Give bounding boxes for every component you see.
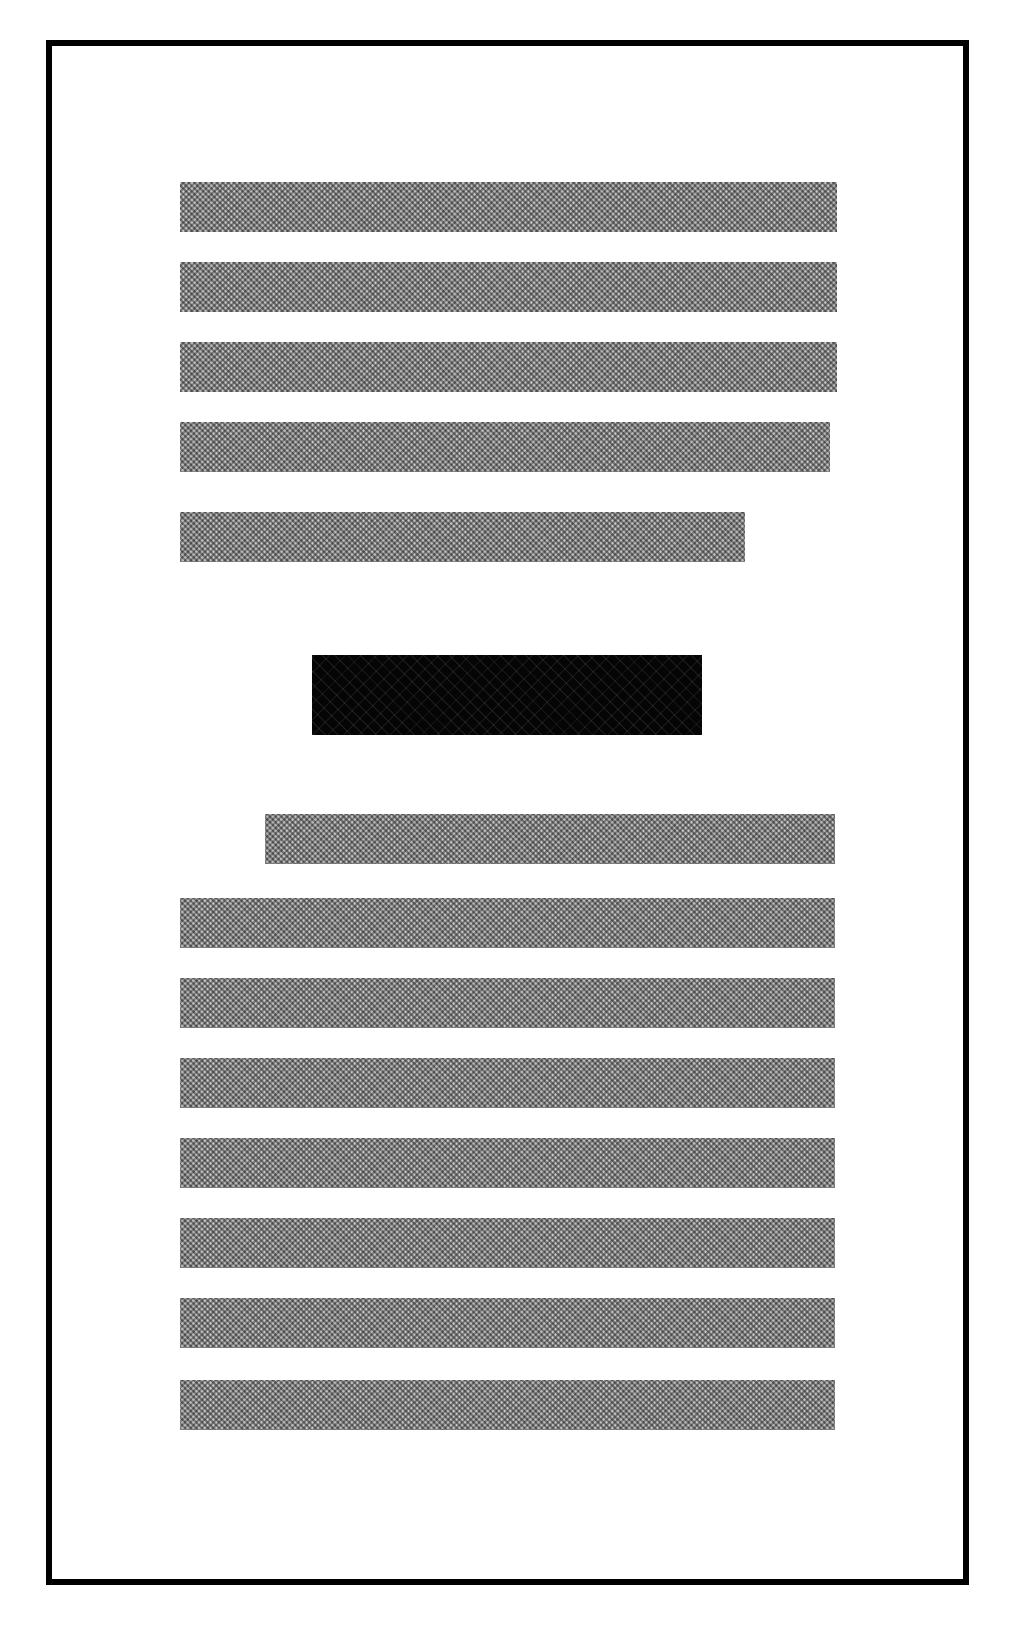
text-line-13 — [180, 1380, 835, 1430]
text-line-5 — [180, 512, 745, 562]
text-line-8 — [180, 978, 835, 1028]
text-line-2 — [180, 262, 837, 312]
text-line-1 — [180, 182, 837, 232]
text-line-6 — [265, 814, 835, 864]
text-line-4 — [180, 422, 830, 472]
text-line-9 — [180, 1058, 835, 1108]
highlighted-block — [312, 655, 702, 735]
text-line-11 — [180, 1218, 835, 1268]
text-line-12 — [180, 1298, 835, 1348]
text-line-10 — [180, 1138, 835, 1188]
text-line-7 — [180, 898, 835, 948]
text-line-3 — [180, 342, 837, 392]
